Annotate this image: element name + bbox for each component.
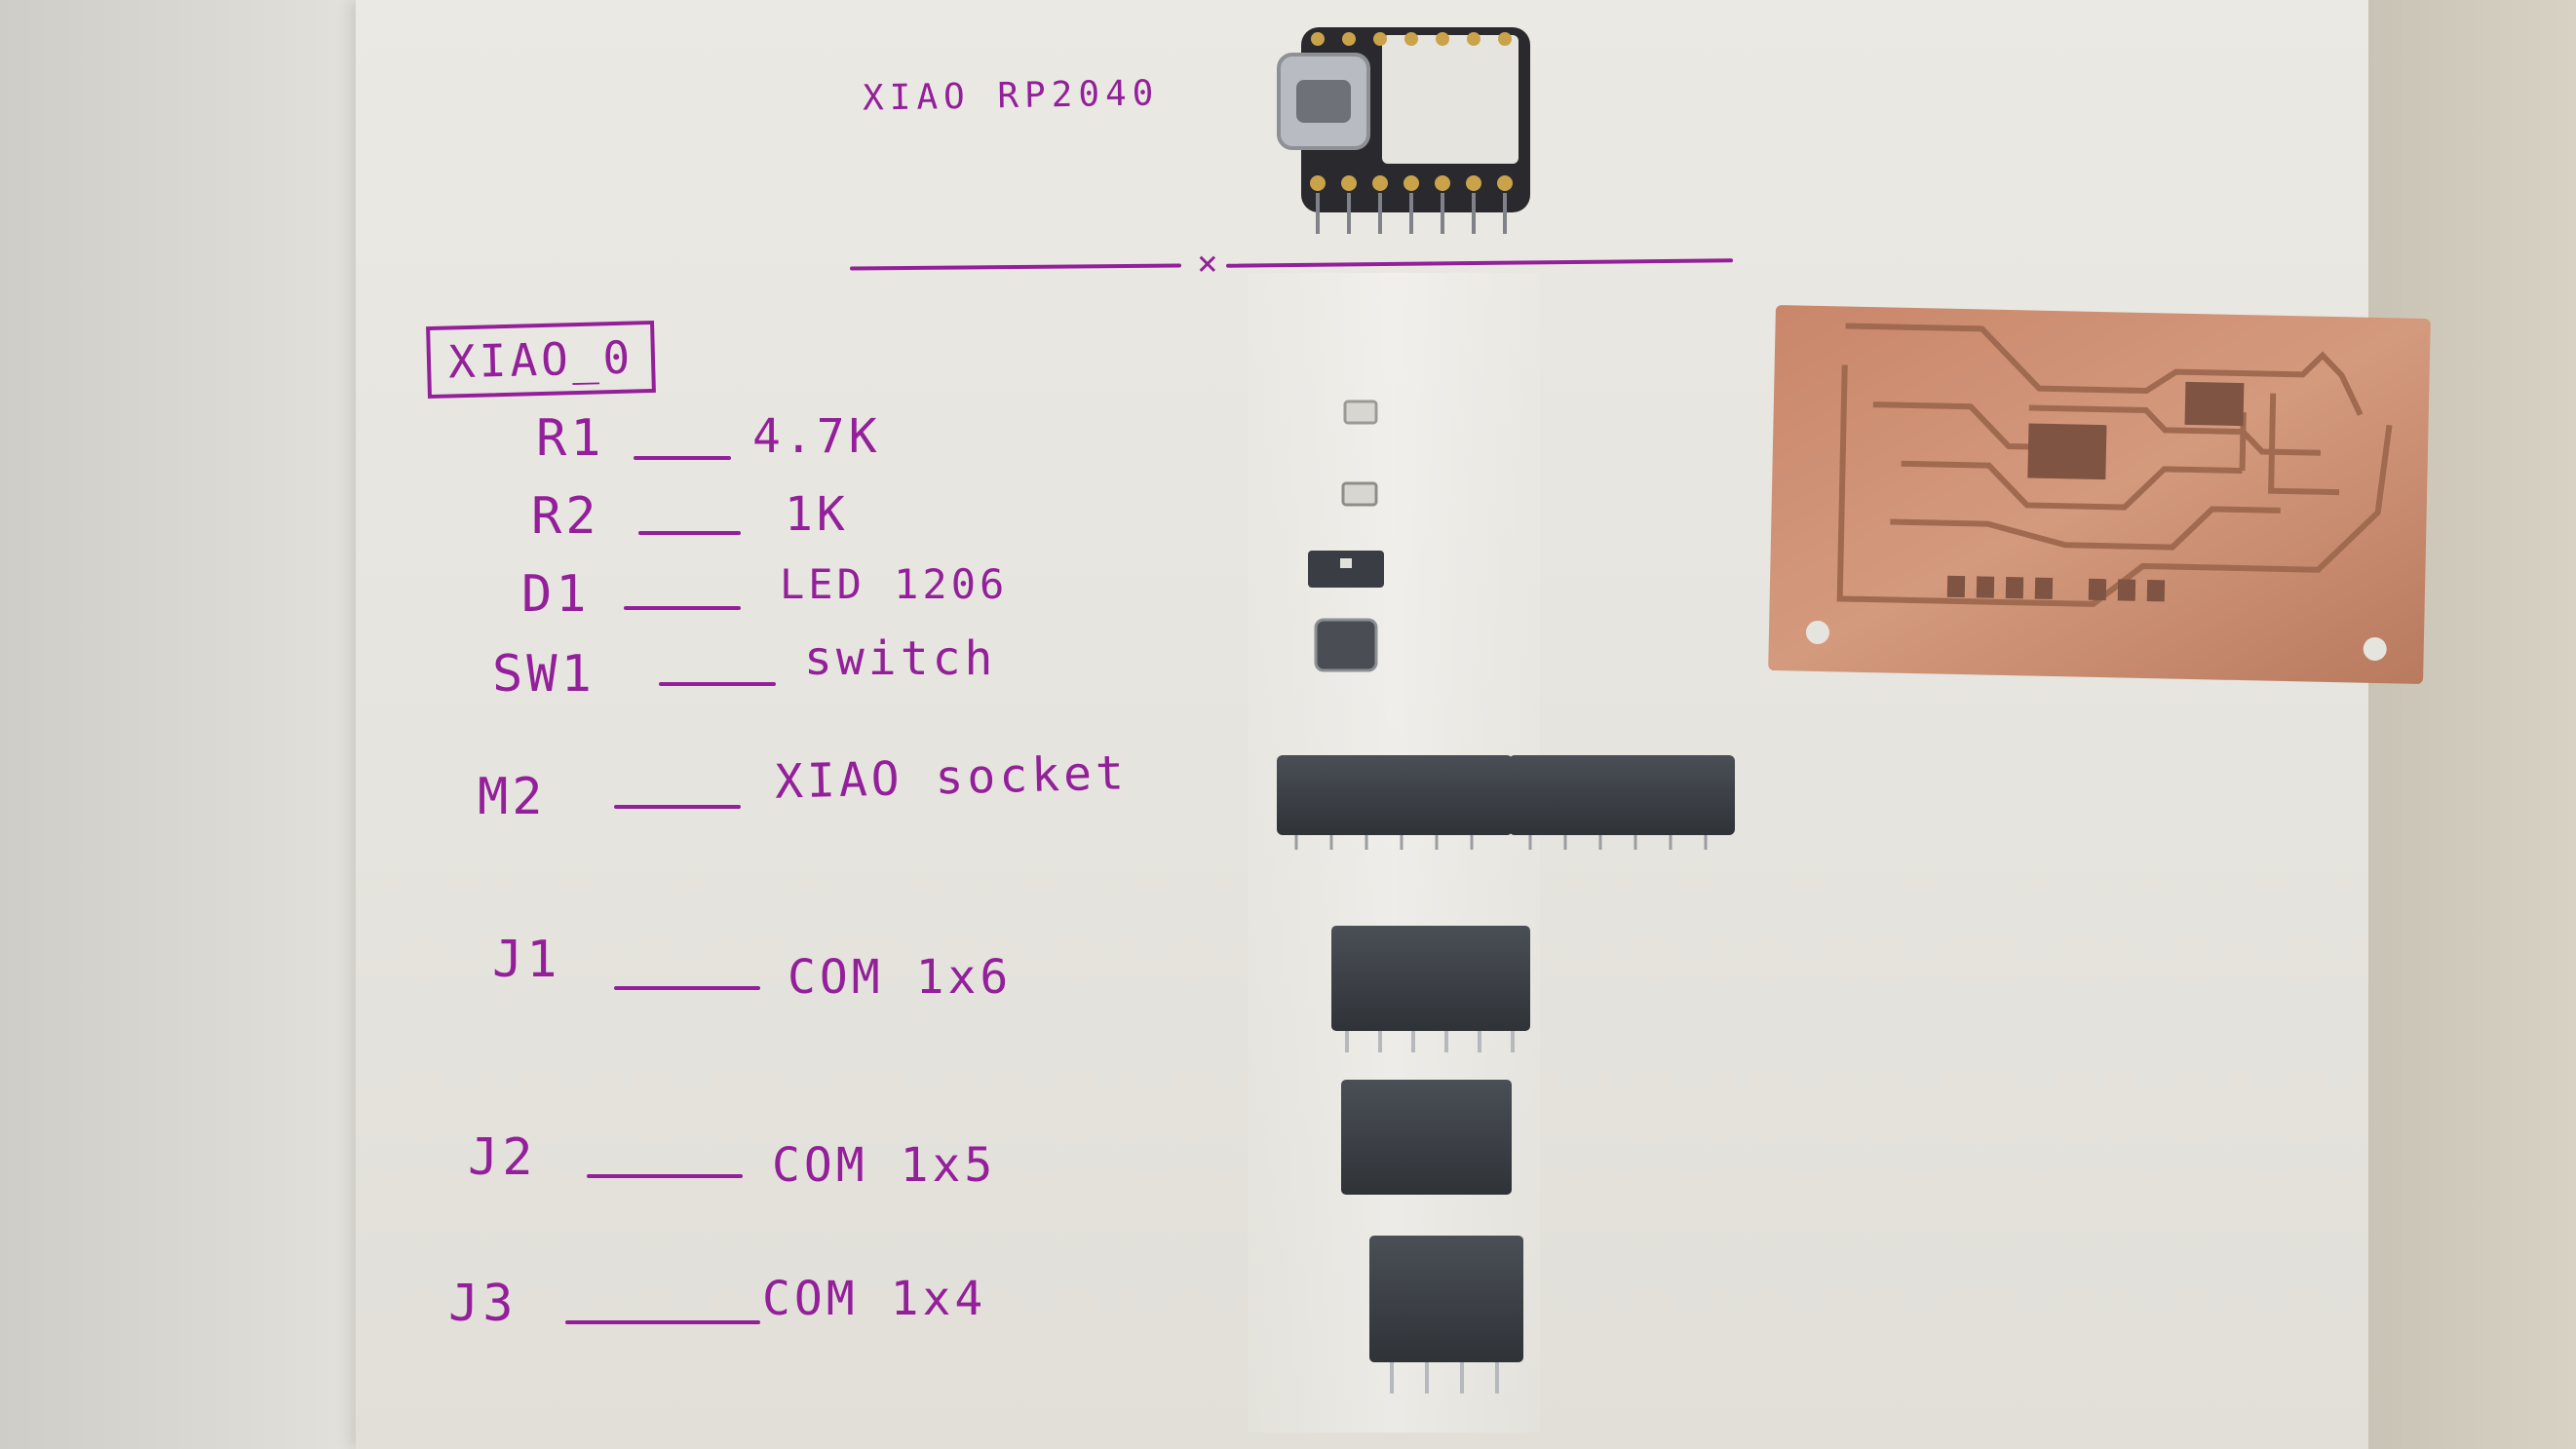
component-value-r2: 1K	[785, 487, 849, 542]
component-ref-d1: D1	[521, 565, 591, 624]
component-value-sw1: switch	[804, 631, 997, 686]
component-ref-r2: R2	[531, 487, 600, 546]
notebook-left-page	[0, 0, 370, 1449]
component-dash	[634, 456, 731, 460]
xiao-socket-headers	[1277, 755, 1735, 850]
desk-surface	[2368, 0, 2576, 1449]
component-ref-j3: J3	[448, 1275, 518, 1333]
component-ref-sw1: SW1	[492, 645, 596, 704]
component-dash	[587, 1174, 743, 1178]
component-value-j1: COM 1x6	[788, 950, 1013, 1005]
component-ref-r1: R1	[536, 409, 605, 468]
component-value-d1: LED 1206	[780, 560, 1009, 608]
xiao-rp2040-board	[1277, 27, 1530, 234]
component-ref-j2: J2	[468, 1128, 537, 1187]
component-value-j3: COM 1x4	[762, 1272, 987, 1326]
header-j1	[1331, 926, 1530, 1052]
component-dash	[614, 805, 741, 809]
led-marker	[1340, 558, 1352, 568]
component-dash	[624, 606, 741, 610]
milled-pcb	[1768, 305, 2431, 684]
component-ref-m2: M2	[478, 768, 547, 826]
component-value-r1: 4.7K	[752, 409, 881, 464]
header-j2	[1341, 1080, 1512, 1195]
led-1206	[1308, 551, 1384, 588]
switch-sw1	[1314, 618, 1378, 672]
separator-mark: ×	[1197, 244, 1222, 284]
component-dash	[614, 986, 760, 990]
resistor-r2	[1341, 481, 1378, 507]
component-dash	[659, 682, 776, 686]
component-dash	[565, 1320, 760, 1324]
component-value-j2: COM 1x5	[772, 1138, 997, 1193]
component-ref-j1: J1	[492, 931, 561, 989]
header-j3	[1369, 1236, 1523, 1393]
component-dash	[638, 531, 741, 535]
resistor-r1	[1343, 400, 1378, 425]
